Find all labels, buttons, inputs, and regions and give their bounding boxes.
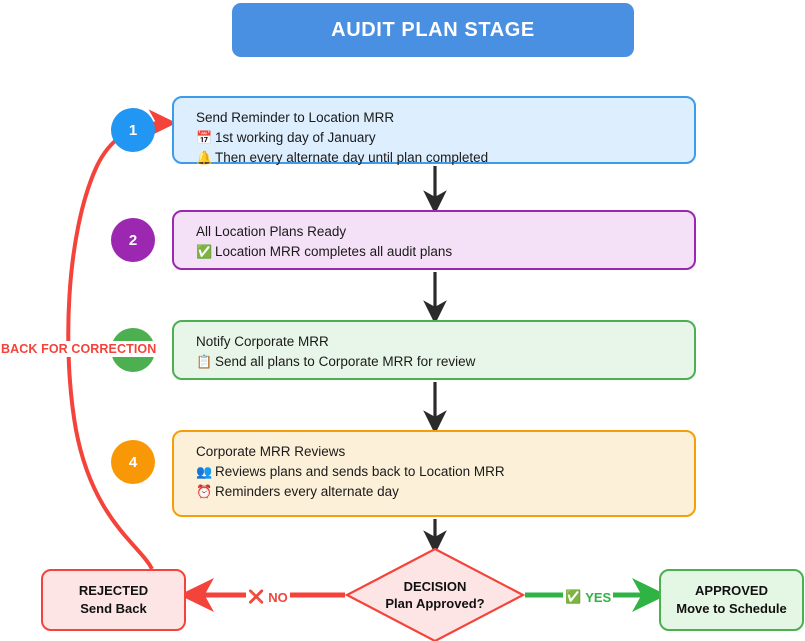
step-box-3[interactable]: Notify Corporate MRR 📋Send all plans to … xyxy=(172,320,696,380)
step-number-1: 1 xyxy=(111,108,155,152)
step-1-title: Send Reminder to Location MRR xyxy=(196,110,395,125)
branch-label-yes: ✅ YES xyxy=(563,589,614,605)
alarm-clock-icon: ⏰ xyxy=(196,484,213,499)
step-1-line-2: 🔔Then every alternate day until plan com… xyxy=(196,148,694,168)
decision-title: DECISION xyxy=(403,579,467,594)
terminal-rejected[interactable]: REJECTED Send Back xyxy=(41,569,186,631)
step-3-line-1: 📋Send all plans to Corporate MRR for rev… xyxy=(196,352,694,372)
people-icon: 👥 xyxy=(196,464,213,479)
terminal-approved-subtitle: Move to Schedule xyxy=(676,601,787,616)
step-box-2[interactable]: All Location Plans Ready ✅Location MRR c… xyxy=(172,210,696,270)
step-4-line-1: 👥Reviews plans and sends back to Locatio… xyxy=(196,462,694,482)
step-box-1[interactable]: Send Reminder to Location MRR 📅1st worki… xyxy=(172,96,696,165)
terminal-approved-title: APPROVED xyxy=(695,583,768,598)
terminal-rejected-subtitle: Send Back xyxy=(80,601,147,616)
back-for-correction-label: BACK FOR CORRECTION xyxy=(0,341,158,357)
step-4-title: Corporate MRR Reviews xyxy=(196,444,346,459)
step-4-line-2: ⏰Reminders every alternate day xyxy=(196,482,694,502)
decision-node[interactable]: DECISION Plan Approved? xyxy=(347,578,523,612)
branch-yes-text: YES xyxy=(585,589,612,605)
clipboard-icon: 📋 xyxy=(196,354,213,369)
calendar-icon: 📅 xyxy=(196,130,213,145)
terminal-rejected-title: REJECTED xyxy=(78,583,149,598)
step-4-line-2-text: Reminders every alternate day xyxy=(215,484,399,499)
check-mark-icon: ✅ xyxy=(196,244,213,259)
page-title: AUDIT PLAN STAGE xyxy=(232,3,634,57)
step-1-line-1: 📅1st working day of January xyxy=(196,128,694,148)
step-1-line-1-text: 1st working day of January xyxy=(215,130,376,145)
step-3-title: Notify Corporate MRR xyxy=(196,334,329,349)
terminal-approved[interactable]: APPROVED Move to Schedule xyxy=(659,569,804,631)
step-3-line-1-text: Send all plans to Corporate MRR for revi… xyxy=(215,354,476,369)
branch-label-no: ❌ NO xyxy=(246,589,290,605)
bell-icon: 🔔 xyxy=(196,150,213,165)
check-mark-icon: ✅ xyxy=(565,589,582,604)
step-2-line-1: ✅Location MRR completes all audit plans xyxy=(196,242,694,262)
step-2-title: All Location Plans Ready xyxy=(196,224,347,239)
step-box-4[interactable]: Corporate MRR Reviews 👥Reviews plans and… xyxy=(172,430,696,517)
branch-no-text: NO xyxy=(268,589,288,605)
cross-mark-icon: ❌ xyxy=(248,589,265,604)
step-2-line-1-text: Location MRR completes all audit plans xyxy=(215,244,453,259)
step-number-2: 2 xyxy=(111,218,155,262)
step-4-line-1-text: Reviews plans and sends back to Location… xyxy=(215,464,505,479)
decision-question: Plan Approved? xyxy=(385,596,485,611)
step-1-line-2-text: Then every alternate day until plan comp… xyxy=(215,150,489,165)
step-number-4: 4 xyxy=(111,440,155,484)
